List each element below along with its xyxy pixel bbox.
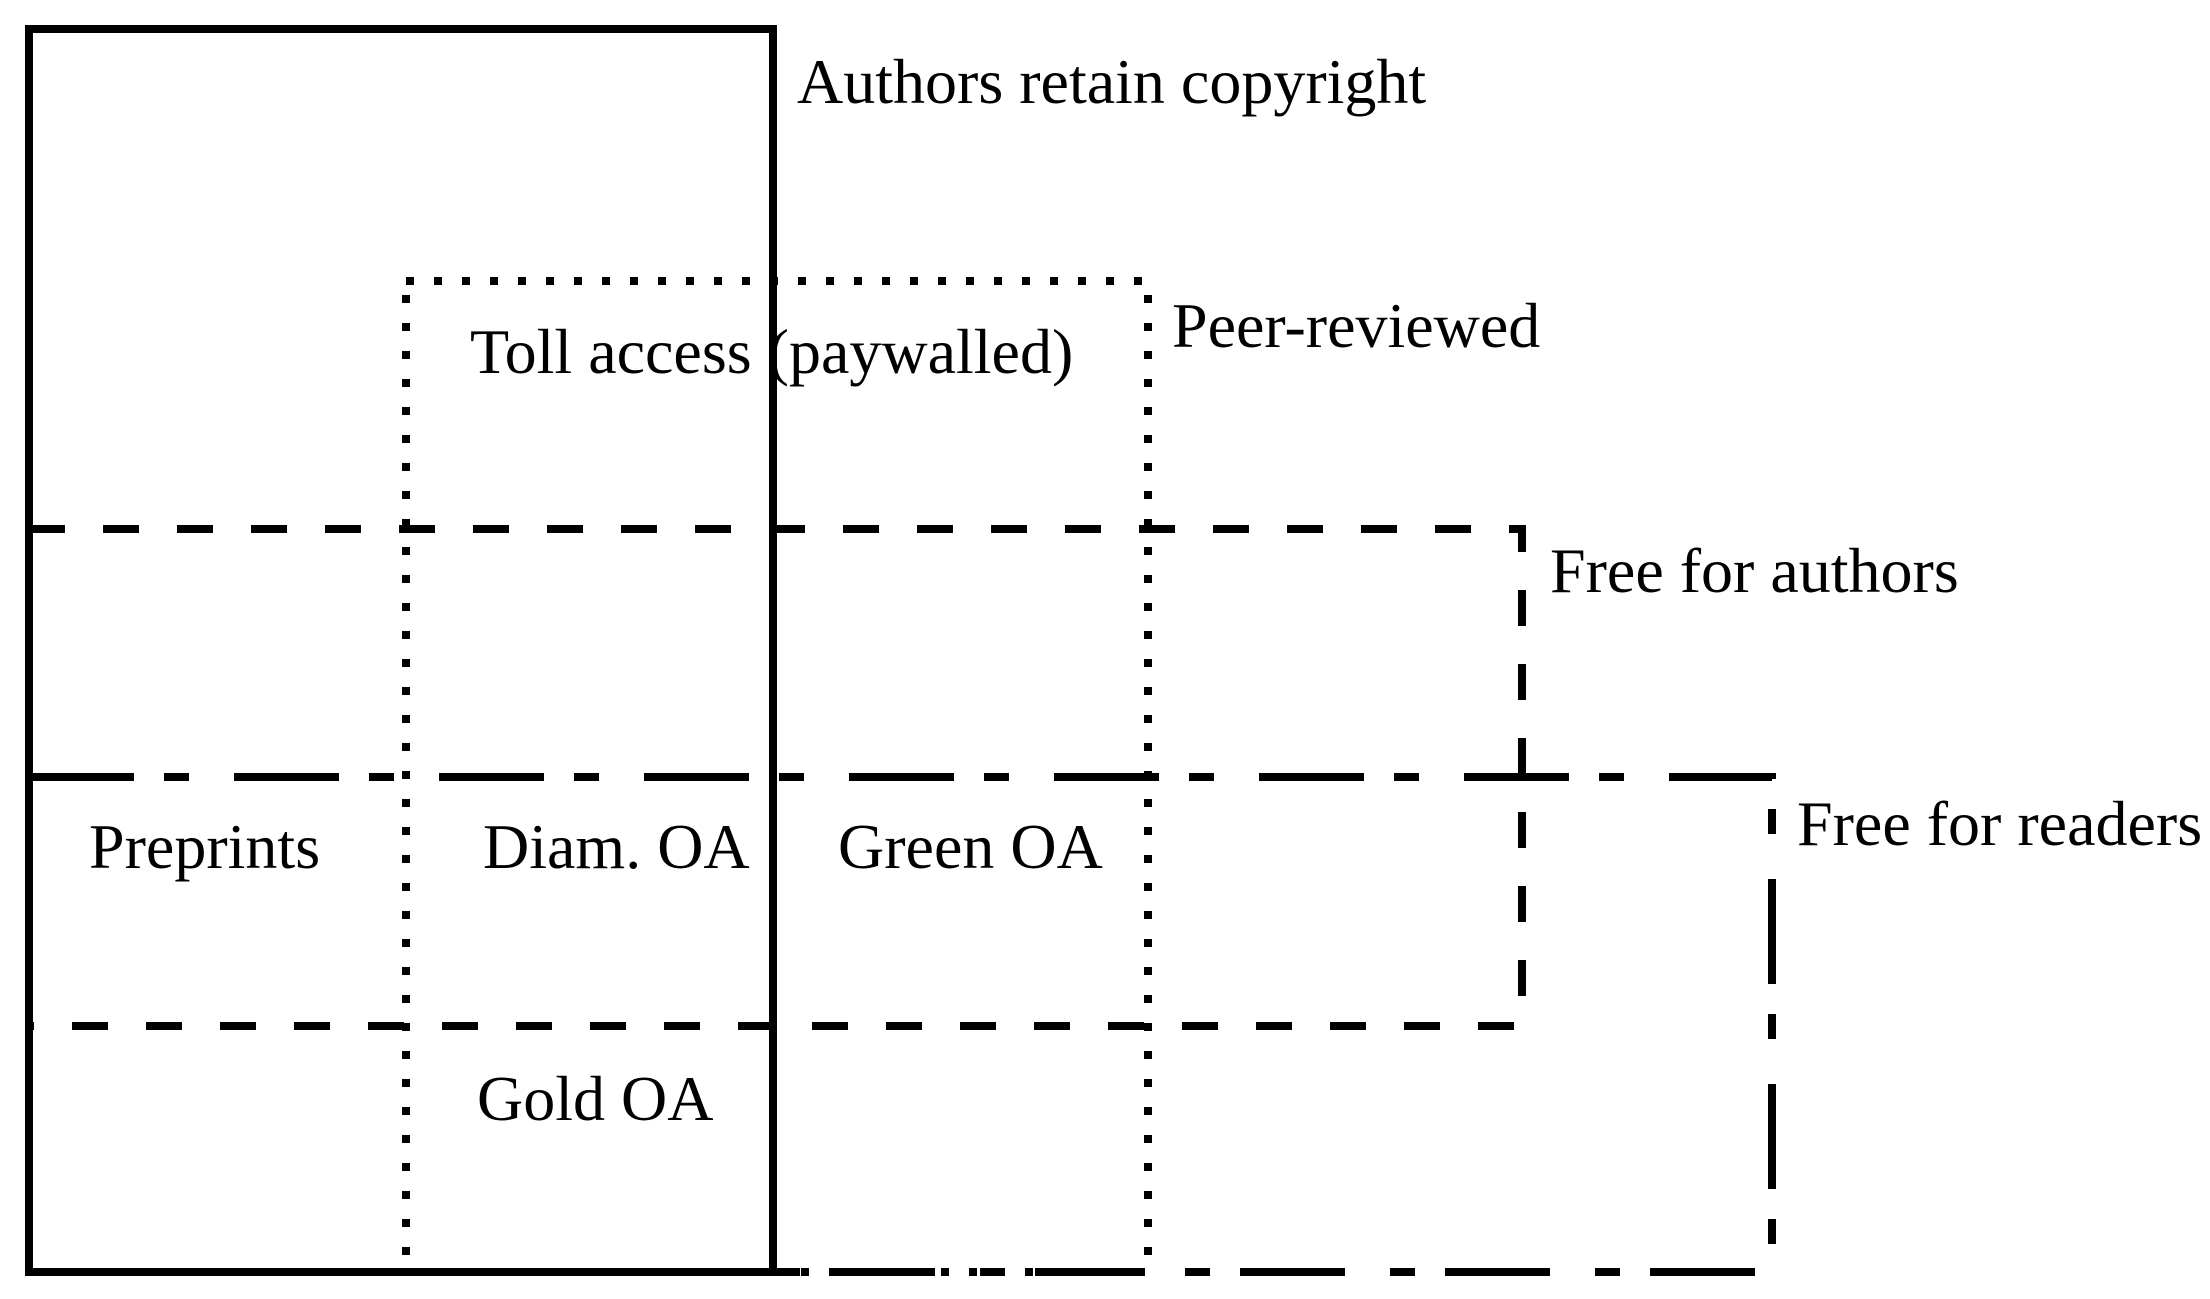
label-free-for-readers: Free for readers bbox=[1797, 788, 2202, 859]
label-gold-oa: Gold OA bbox=[477, 1063, 713, 1134]
label-toll-access-paywalled: Toll access (paywalled) bbox=[470, 316, 1073, 387]
label-diamond-oa: Diam. OA bbox=[483, 811, 750, 882]
label-free-for-authors: Free for authors bbox=[1550, 535, 1959, 606]
label-authors-retain-copyright: Authors retain copyright bbox=[797, 46, 1426, 117]
free-for-readers-region-outline bbox=[25, 773, 1776, 1276]
label-preprints: Preprints bbox=[89, 811, 320, 882]
label-peer-reviewed: Peer-reviewed bbox=[1172, 290, 1540, 361]
label-green-oa: Green OA bbox=[838, 811, 1103, 882]
